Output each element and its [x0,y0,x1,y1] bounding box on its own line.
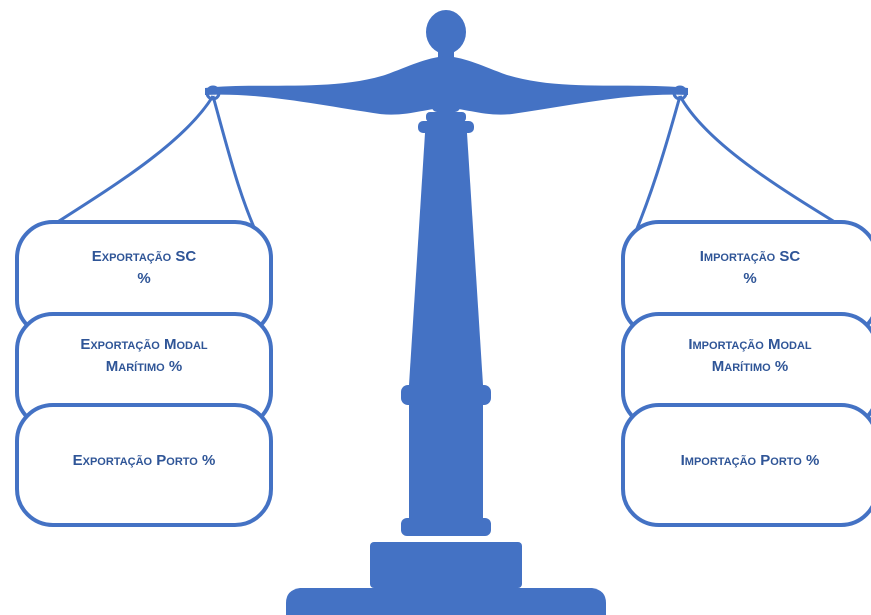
import-port-label: Importação Porto % [680,452,820,469]
export-port-box: Exportação Porto % [15,403,273,527]
scale-beam [205,56,688,115]
import-sc-percent: % [743,270,757,287]
export-modal-label: Exportação Modal [80,336,208,353]
export-sc-percent: % [137,270,151,287]
scale-base [286,588,606,615]
scale-column [409,133,483,385]
import-modal-percent: Marítimo % [711,358,789,375]
export-modal-percent: Marítimo % [105,358,183,375]
scale-finial [426,10,466,54]
import-sc-label: Importação SC [699,248,801,265]
export-sc-label: Exportação SC [91,248,197,265]
import-modal-label: Importação Modal [688,336,812,353]
import-port-box: Importação Porto % [621,403,871,527]
export-port-label: Exportação Porto % [72,452,216,469]
